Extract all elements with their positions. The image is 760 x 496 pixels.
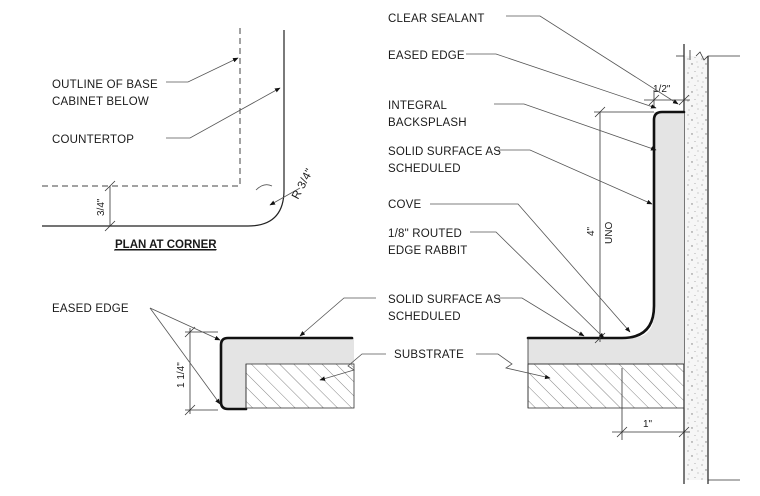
countertop-edge bbox=[42, 30, 285, 227]
substrate-left bbox=[246, 364, 354, 408]
eased-edge-outline bbox=[219, 336, 354, 411]
plan-dimension-label: 3/4" bbox=[96, 198, 107, 216]
thickness-dimension-label: 1 1/4" bbox=[176, 362, 187, 388]
substrate-right bbox=[528, 364, 684, 408]
eased-edge-top-label: EASED EDGE bbox=[388, 50, 465, 62]
cove-leader bbox=[430, 203, 631, 333]
solid-surface-bottom-leader bbox=[498, 297, 585, 337]
half-inch-label: 1/2" bbox=[653, 84, 671, 95]
substrate-leader-left bbox=[319, 353, 386, 381]
eased-edge-top-leader bbox=[466, 53, 657, 109]
countertop-leader bbox=[166, 87, 281, 139]
svg-text:BACKSPLASH: BACKSPLASH bbox=[388, 117, 467, 129]
radius-label: R 3/4" bbox=[290, 167, 316, 202]
solid-surface-bottom-label: SOLID SURFACE AS bbox=[388, 294, 501, 306]
svg-text:SCHEDULED: SCHEDULED bbox=[388, 311, 461, 323]
backsplash-height-label: 4" bbox=[586, 226, 597, 236]
integral-backsplash-label: INTEGRAL bbox=[388, 100, 448, 112]
cove-label: COVE bbox=[388, 199, 422, 211]
solid-surface-top-leader bbox=[498, 149, 653, 205]
svg-text:EDGE RABBIT: EDGE RABBIT bbox=[388, 245, 468, 257]
clear-sealant-leader bbox=[506, 15, 679, 105]
integral-backsplash-leader bbox=[494, 103, 657, 151]
svg-text:SCHEDULED: SCHEDULED bbox=[388, 163, 461, 175]
plan-title: PLAN AT CORNER bbox=[115, 239, 217, 251]
outline-base-label: OUTLINE OF BASE bbox=[52, 79, 158, 91]
eased-edge-left-label: EASED EDGE bbox=[52, 303, 129, 315]
svg-text:CABINET BELOW: CABINET BELOW bbox=[52, 96, 149, 108]
solid-surface-left-leader bbox=[299, 297, 376, 337]
eased-edge-leader-bottom bbox=[149, 307, 221, 405]
radius-leader bbox=[269, 187, 301, 206]
solid-surface-left bbox=[222, 338, 354, 408]
cove-section: 4" UNO 1/2" 1" CLEAR SEALANT EASED EDGE … bbox=[388, 13, 740, 484]
plan-at-corner: 3/4" R 3/4" OUTLINE OF BASE CABINET BELO… bbox=[42, 28, 316, 251]
backsplash-outline bbox=[526, 110, 686, 340]
countertop-label: COUNTERTOP bbox=[52, 134, 134, 146]
substrate-leader-right bbox=[476, 353, 551, 380]
routed-edge-leader bbox=[470, 231, 605, 339]
clear-sealant-label: CLEAR SEALANT bbox=[388, 13, 485, 25]
one-inch-label: 1" bbox=[643, 419, 653, 430]
outline-leader bbox=[166, 57, 239, 83]
solid-surface-top-label: SOLID SURFACE AS bbox=[388, 146, 501, 158]
uno-label: UNO bbox=[604, 222, 615, 244]
eased-edge-leader-top bbox=[149, 307, 221, 341]
eased-edge-section: 1 1/4" EASED EDGE bbox=[52, 297, 386, 416]
wall bbox=[684, 56, 708, 480]
substrate-label: SUBSTRATE bbox=[394, 349, 464, 361]
routed-edge-label: 1/8" ROUTED bbox=[388, 228, 462, 240]
